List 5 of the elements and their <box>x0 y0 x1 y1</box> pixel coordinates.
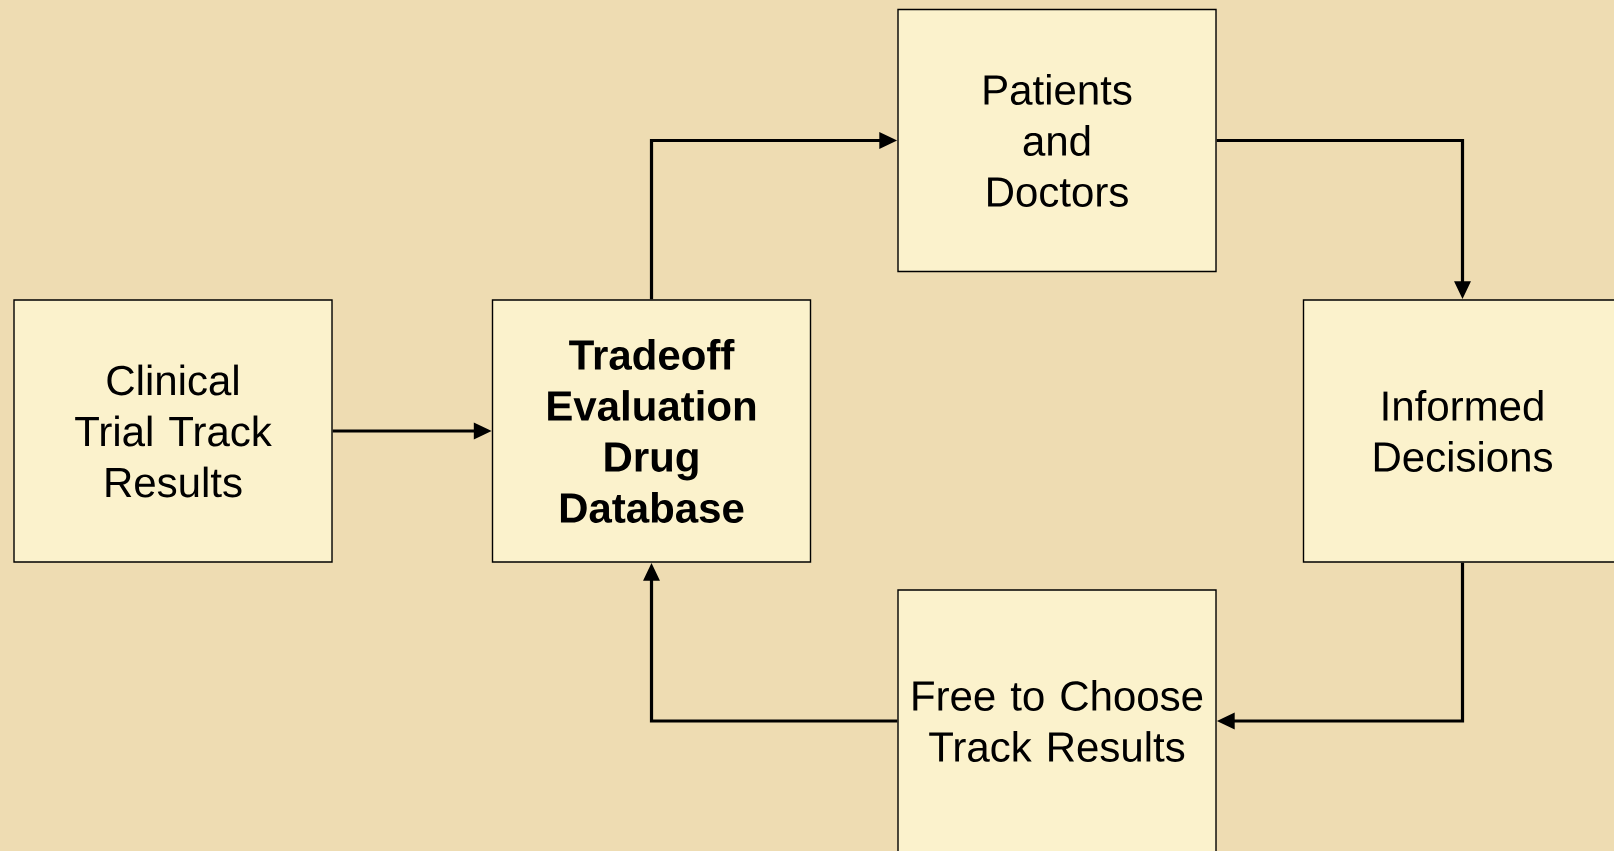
process-box: Patients and Doctors <box>897 8 1217 273</box>
process-box: Free to Choose Track Results <box>897 589 1217 851</box>
process-box: Tradeoff Evaluation Drug Database <box>491 299 812 563</box>
process-box: Clinical Trial Track Results <box>13 299 333 563</box>
process-box: Informed Decisions <box>1302 299 1614 563</box>
